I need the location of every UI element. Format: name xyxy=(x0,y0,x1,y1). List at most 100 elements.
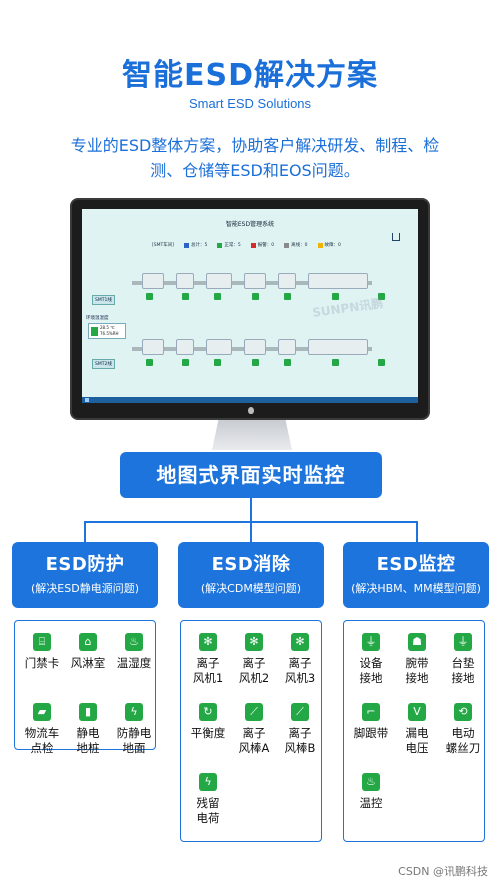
screen-title: 智能ESD管理系统 xyxy=(225,221,275,228)
item-label: 防静电 地面 xyxy=(116,726,152,755)
ionizer-fan-1-icon: ✻ xyxy=(199,633,217,651)
line-tag-2[interactable]: SMT2线 xyxy=(92,359,115,369)
item-label: 设备 接地 xyxy=(359,656,383,685)
item-label: 台垫 接地 xyxy=(451,656,475,685)
ion-bar-a-icon: ⟋ xyxy=(245,703,263,721)
item-floor: ϟ 防静电 地面 xyxy=(111,703,157,756)
status-icon[interactable] xyxy=(252,359,259,366)
screwdriver-icon: ⟲ xyxy=(454,703,472,721)
item-label: 残留 电荷 xyxy=(196,796,220,825)
status-icon[interactable] xyxy=(284,293,291,300)
category-esd-elimination: ESD消除 (解决CDM模型问题) xyxy=(178,542,324,608)
category-subtitle: (解决CDM模型问题) xyxy=(200,582,302,595)
ion-bar-b-icon: ⟋ xyxy=(291,703,309,721)
item-label: 腕带 接地 xyxy=(405,656,429,685)
item-label: 温控 xyxy=(359,796,383,810)
line-tag-1[interactable]: SMT1线 xyxy=(92,295,115,305)
status-icon[interactable] xyxy=(252,293,259,300)
legend-swatch xyxy=(284,242,290,248)
status-icon[interactable] xyxy=(182,359,189,366)
air-shower-icon: ⌂ xyxy=(79,633,97,651)
item-label: 脚跟带 xyxy=(353,726,389,740)
taskbar xyxy=(82,397,418,403)
status-icon[interactable] xyxy=(378,359,385,366)
connector xyxy=(84,521,86,542)
item-label: 物流车 点检 xyxy=(24,726,60,755)
status-icon[interactable] xyxy=(332,359,339,366)
item-truck: ▰物流车 点检 xyxy=(19,703,65,756)
legend-text: [SMT车间] xyxy=(152,243,174,248)
item-balance: ↻ 平衡度 xyxy=(185,703,231,741)
apple-logo-icon xyxy=(248,407,254,414)
device-ground-icon: ⏚ xyxy=(362,633,380,651)
intro-text: 专业的ESD整体方案，协助客户解决研发、制程、检测、仓储等ESD和EOS问题。 xyxy=(70,136,440,180)
ionizer-fan-2-icon: ✻ xyxy=(245,633,263,651)
realtime-monitor-banner: 地图式界面实时监控 xyxy=(120,452,382,498)
env-humid: 76.5%RH xyxy=(100,331,119,336)
item-label: 离子 风机2 xyxy=(238,656,270,685)
temp-control-icon: ♨ xyxy=(362,773,380,791)
status-icon[interactable] xyxy=(284,359,291,366)
item-ionizer-fan-1: ✻ 离子 风机1 xyxy=(185,633,231,686)
item-mat-ground: ⏚台垫 接地 xyxy=(440,633,486,686)
env-readout[interactable]: 28.5 ℃ 76.5%RH xyxy=(88,323,126,339)
item-label: 风淋室 xyxy=(70,656,106,670)
category-subtitle: (解决HBM、MM模型问题) xyxy=(351,582,481,595)
windows-icon[interactable] xyxy=(85,398,89,402)
category-esd-protection: ESD防护 (解决ESD静电源问题) xyxy=(12,542,158,608)
legend-swatch xyxy=(184,242,189,248)
category-title: ESD监控 xyxy=(376,554,456,575)
item-air-shower: ⌂ 风淋室 xyxy=(65,633,111,671)
item-thermometer: ♨温湿度 xyxy=(111,633,157,671)
footer-credit: CSDN @讯鹏科技 xyxy=(398,865,488,878)
leakage-icon: V xyxy=(408,703,426,721)
production-line-2 xyxy=(102,337,402,366)
item-label: 电动 螺丝刀 xyxy=(445,726,481,755)
item-label: 离子 风棒B xyxy=(284,726,316,755)
item-label: 门禁卡 xyxy=(24,656,60,670)
item-ionizer-fan-3: ✻离子 风机3 xyxy=(277,633,323,686)
item-ion-bar-b: ⟋ 离子 风棒B xyxy=(277,703,323,756)
item-label: 静电 地桩 xyxy=(76,726,100,755)
balance-icon: ↻ xyxy=(199,703,217,721)
item-ion-bar-a: ⟋ 离子 风棒A xyxy=(231,703,277,756)
thermometer-icon xyxy=(91,327,98,336)
item-device-ground: ⏚ 设备 接地 xyxy=(348,633,394,686)
status-icon[interactable] xyxy=(146,359,153,366)
legend-item: 报警：0 xyxy=(250,242,275,248)
connector xyxy=(250,498,252,522)
item-label: 平衡度 xyxy=(190,726,226,740)
floor-icon: ϟ xyxy=(125,703,143,721)
status-icon[interactable] xyxy=(146,293,153,300)
page-subtitle: Smart ESD Solutions xyxy=(188,96,312,111)
legend-text: 总计：5 xyxy=(191,243,208,248)
status-icon[interactable] xyxy=(214,293,221,300)
category-title: ESD防护 xyxy=(45,554,125,575)
monitor-stand xyxy=(212,420,292,450)
connector xyxy=(250,521,252,542)
status-icon[interactable] xyxy=(182,293,189,300)
legend-text: 报警：0 xyxy=(257,243,275,248)
legend-text: 正常：5 xyxy=(224,243,241,248)
status-icon[interactable] xyxy=(332,293,339,300)
thermometer-icon: ♨ xyxy=(125,633,143,651)
item-label: 离子 风棒A xyxy=(238,726,270,755)
category-title: ESD消除 xyxy=(211,554,291,575)
item-static-pile: ▮静电 地桩 xyxy=(65,703,111,756)
item-heel-strap: ⌐脚跟带 xyxy=(348,703,394,741)
status-icon[interactable] xyxy=(214,359,221,366)
env-temp: 28.5 ℃ xyxy=(100,325,115,330)
item-label: 离子 风机1 xyxy=(192,656,224,685)
legend-item: 离线：0 xyxy=(284,242,308,248)
status-icon[interactable] xyxy=(378,293,385,300)
home-icon[interactable] xyxy=(392,233,400,241)
connector xyxy=(416,521,418,542)
legend-swatch xyxy=(317,242,323,248)
item-ionizer-fan-2: ✻ 离子 风机2 xyxy=(231,633,277,686)
